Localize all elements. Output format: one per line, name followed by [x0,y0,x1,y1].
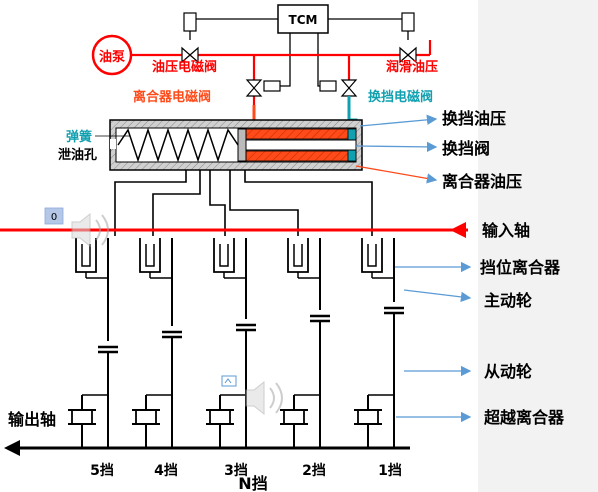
slide-badge-number: 0 [51,212,57,223]
tcm-label: TCM [289,13,318,27]
small-audio-icon[interactable] [221,375,237,387]
oil-pump: 油泵 [91,34,133,76]
gear-label-5: 5挡 [90,462,114,479]
overrunning-clutch-2 [283,409,305,425]
gear-units [68,238,404,448]
gear-clutch-2 [287,238,309,273]
gear-clutch-inner-1 [367,244,377,267]
side-panel [478,0,598,492]
gear-clutch-inner-2 [293,244,303,267]
gear-clutch-3 [213,238,235,273]
lubrication-pressure-label: 润滑油压 [386,59,438,75]
gear-label-1: 1挡 [378,462,402,479]
shift-valve-label: 换挡阀 [442,139,490,158]
overrunning-clutch-1 [357,409,379,425]
callout-arrows [355,114,472,423]
driven-gear-label: 从动轮 [484,362,532,381]
main-pressure-line [131,40,432,105]
gear-clutch-4 [139,238,161,273]
speaker-icon-2[interactable] [245,380,283,416]
gear-clutch-label: 挡位离合器 [480,258,561,277]
gear-clutch-inner-5 [81,244,91,267]
shift-solenoid-label: 换挡电磁阀 [368,89,433,105]
neutral-label: N挡 [238,474,267,492]
pump-label: 油泵 [99,49,125,65]
overrunning-clutch-5 [71,409,93,425]
oil-pressure-solenoid-label: 油压电磁阀 [152,59,217,75]
output-shaft-label: 输出轴 [8,410,56,429]
spring [117,127,239,163]
clutch-solenoid-label: 离合器电磁阀 [133,89,211,105]
spring-label: 弹簧 [66,129,92,145]
valve-symbols [181,46,417,97]
gear-clutch-inner-3 [219,244,229,267]
speaker-icon[interactable] [71,212,109,248]
control-section: TCM 油泵 [91,4,438,138]
tcm-box: TCM [277,4,329,34]
overrunning-clutch-label: 超越离合器 [483,408,565,427]
overrunning-clutch-4 [135,409,157,425]
shift-fork-rods [114,170,373,236]
shift-pressure-label: 换挡油压 [442,109,506,128]
input-shaft-label: 输入轴 [482,221,530,240]
actuator-cylinder: 弹簧 泄油孔 [58,119,363,171]
gear-label-4: 4挡 [154,462,178,479]
slide-badge: 0 [44,207,64,225]
clutch-oil-chamber-lower [245,150,357,162]
output-shaft: 输出轴 [4,410,410,456]
gear-label-3: 3挡 [224,462,248,479]
drive-gear-label: 主动轮 [484,291,532,310]
drain-hole-label: 泄油孔 [58,147,97,163]
overrunning-clutch-3 [209,409,231,425]
gear-label-2: 2挡 [302,462,326,479]
gear-clutch-1 [361,238,383,273]
gear-clutch-inner-4 [145,244,155,267]
clutch-oil-chamber [245,128,357,140]
clutch-pressure-label: 离合器油压 [442,172,522,191]
